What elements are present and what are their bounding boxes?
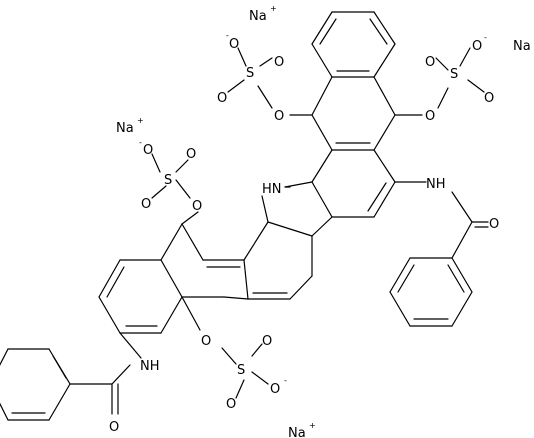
oxygen-label: O [143, 143, 153, 158]
carbonyl-oxygen-label: O [109, 420, 119, 435]
sodium-label-4: Na [288, 426, 306, 438]
oxygen-label: O [229, 37, 239, 52]
amide-nh-label: NH [140, 359, 160, 374]
oxygen-label: O [192, 199, 202, 214]
indole-nh-label: HN [262, 182, 282, 197]
oxygen-label: O [274, 55, 284, 70]
sulfur-label: S [246, 66, 254, 81]
oxygen-label: O [425, 109, 435, 124]
minus-charge: - [139, 138, 142, 147]
sodium-label-1: Na [249, 9, 267, 24]
sulfur-label: S [450, 67, 458, 82]
lower-anthracene-system [98, 221, 313, 334]
oxygen-label: O [217, 91, 227, 106]
minus-charge: - [484, 33, 487, 42]
sulfur-label: S [164, 173, 172, 188]
sodium-charge-4: + [309, 421, 316, 430]
carbonyl-oxygen-label: O [489, 217, 499, 232]
sodium-label-3: Na [116, 121, 134, 136]
minus-charge: - [284, 376, 287, 385]
oxygen-label: O [274, 109, 284, 124]
upper-benzo-ring [311, 11, 396, 78]
sodium-charge-1: + [270, 4, 277, 13]
sodium-charge-3: + [137, 116, 144, 125]
atom-labels: Na + Na + Na + Na + O - S O O O O S O - … [109, 4, 531, 438]
upper-benzamide [389, 181, 489, 327]
oxygen-label: O [201, 334, 211, 349]
oxygen-label: O [484, 91, 494, 106]
sulfur-label: S [237, 363, 245, 378]
amide-nh-label: NH [426, 177, 446, 192]
minus-charge: - [226, 31, 229, 40]
oxygen-label: O [141, 197, 151, 212]
oxygen-label: O [472, 39, 482, 54]
oxygen-label: O [270, 382, 280, 397]
upper-middle-ring [311, 76, 396, 151]
oxygen-label: O [186, 147, 196, 162]
upper-pyridine-ring [311, 149, 396, 218]
sulfate-bonds [151, 47, 485, 399]
pyrrole-ring [261, 181, 333, 237]
lower-benzamide [0, 332, 142, 421]
oxygen-label: O [262, 334, 272, 349]
sodium-label-2: Na [513, 39, 531, 54]
oxygen-label: O [226, 397, 236, 412]
oxygen-label: O [425, 55, 435, 70]
